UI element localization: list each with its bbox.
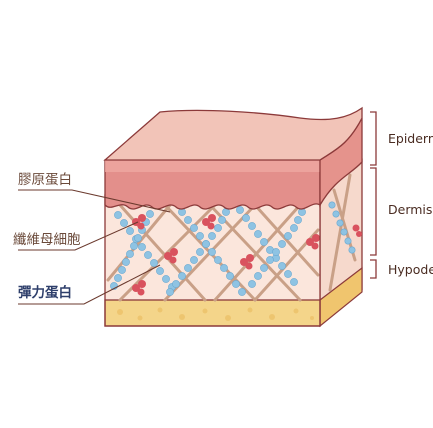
elastin-pointer [18, 264, 161, 305]
bracket-epidermis [370, 111, 377, 166]
elastin-chain-4 [110, 210, 154, 290]
skin-block [103, 106, 363, 328]
elastin-fibers [110, 201, 356, 296]
label-elastin: 彈力蛋白 [18, 284, 72, 301]
fibroblast-cell [132, 280, 146, 296]
fat-texture [117, 307, 314, 321]
epidermis-highlight [105, 160, 320, 172]
epidermis-front [104, 159, 321, 210]
elastin-chain-7 [328, 201, 356, 254]
elastin-chain-6 [248, 208, 306, 288]
collagen-pointer [18, 189, 171, 213]
bracket-dermis [370, 167, 377, 256]
label-epidermis: Epidern [388, 131, 433, 146]
fibroblast-cell [352, 224, 362, 237]
fibroblast-cells [132, 214, 362, 296]
fibroblast-cell [164, 248, 178, 264]
label-fibroblast: 纖維母細胞 [13, 232, 81, 248]
elastin-chain-5 [166, 208, 230, 296]
elastin-chain-2 [178, 208, 246, 296]
elastin-chain-3 [236, 206, 298, 286]
hypodermis-front [104, 299, 321, 327]
skin-surface-top [103, 106, 363, 161]
label-collagen: 膠原蛋白 [18, 172, 72, 188]
fibroblast-pointer [18, 221, 139, 251]
fibroblast-cell [240, 254, 254, 270]
label-dermis: Dermis [388, 202, 432, 217]
fibroblast-cell [306, 234, 320, 250]
callout-lines [18, 189, 171, 305]
label-hypodermis: Hypode [388, 262, 433, 277]
fibroblast-cell [202, 214, 216, 230]
layer-brackets [370, 111, 377, 279]
bracket-hypodermis [370, 259, 377, 279]
